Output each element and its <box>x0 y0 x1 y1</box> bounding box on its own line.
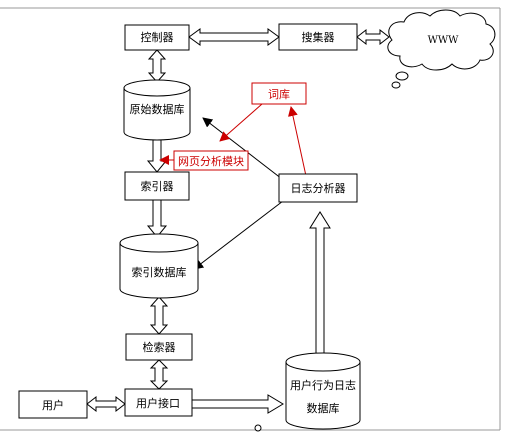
arrow-interface-logdb <box>191 394 284 414</box>
arrow-controller-rawdb <box>147 49 167 83</box>
user-label: 用户 <box>42 398 64 412</box>
arrow-user-interface <box>86 395 126 413</box>
lexicon-label: 词库 <box>268 88 290 101</box>
page-analysis-label: 网页分析模块 <box>178 154 244 168</box>
raw-db-cylinder <box>123 79 191 141</box>
arrow-logdb-loganalyzer <box>309 211 331 356</box>
log-analyzer-box <box>278 173 358 203</box>
indexer-box <box>124 171 190 201</box>
arrow-controller-collector <box>188 28 280 46</box>
retriever-label: 检索器 <box>143 340 176 354</box>
arrow-indexer-indexdb <box>146 199 168 238</box>
user-interface-box <box>124 388 193 417</box>
bottom-circle-marker <box>254 424 262 432</box>
collector-label: 搜集器 <box>302 30 335 44</box>
controller-label: 控制器 <box>141 30 174 44</box>
www-label: WWW <box>428 35 460 46</box>
arrow-lexicon-pageanalysis <box>219 103 263 142</box>
behavior-log-db-label-line1: 用户行为日志 <box>290 378 356 392</box>
behavior-log-db-label-line2: 数据库 <box>307 401 340 415</box>
arrow-retriever-interface <box>149 359 169 390</box>
behavior-log-db-cylinder <box>285 352 361 430</box>
controller-box <box>124 24 190 51</box>
log-analyzer-label: 日志分析器 <box>291 181 346 195</box>
index-db-label: 索引数据库 <box>132 265 187 279</box>
arrow-loganalyzer-rawdb <box>202 117 283 180</box>
indexer-label: 索引器 <box>141 179 174 193</box>
arrow-loganalyzer-lexicon <box>288 106 307 177</box>
lexicon-box <box>251 82 307 105</box>
user-interface-label: 用户接口 <box>136 396 180 410</box>
index-db-cylinder <box>119 233 199 299</box>
collector-box <box>278 23 358 51</box>
page-analysis-box <box>173 150 249 171</box>
arrow-collector-www <box>356 28 390 46</box>
raw-db-label: 原始数据库 <box>130 102 185 116</box>
arrow-indexdb-retriever <box>149 296 169 335</box>
retriever-box <box>125 333 193 361</box>
arrow-loganalyzer-indexdb <box>193 200 284 270</box>
arrow-rawdb-indexer <box>146 139 168 173</box>
www-cloud <box>387 9 496 89</box>
user-box <box>18 390 88 419</box>
